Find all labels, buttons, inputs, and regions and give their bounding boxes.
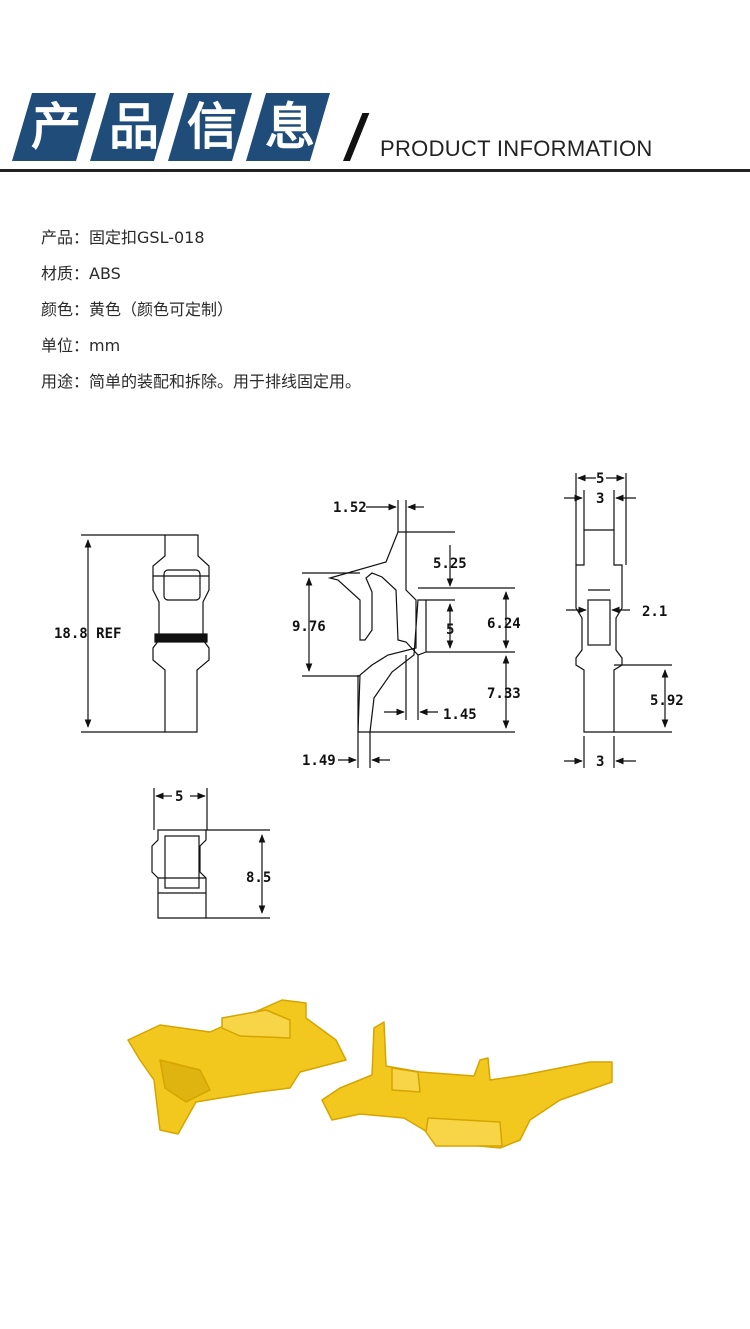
product-photo (127, 999, 613, 1149)
dim-label: 9.76 (292, 619, 326, 635)
info-row-color: 颜色：黄色（颜色可定制） (41, 296, 233, 320)
dim-label: 5.92 (650, 693, 684, 709)
dim-label: 3 (596, 754, 604, 770)
header-char: 息 (265, 98, 315, 156)
info-label: 单位： (41, 336, 90, 355)
dim-label: 1.45 (443, 707, 477, 723)
info-row-usage: 用途：简单的装配和拆除。用于排线固定用。 (41, 368, 361, 392)
header-char: 品 (109, 98, 159, 156)
info-row-unit: 单位：mm (41, 332, 120, 356)
front-view (81, 534, 210, 733)
dim-label: 5 (175, 789, 183, 805)
info-value: 固定扣GSL-018 (89, 228, 205, 247)
dim-label: 5 (596, 471, 604, 487)
bottom-view (151, 788, 270, 919)
dim-label: 5 (446, 622, 454, 638)
end-view (564, 473, 672, 768)
info-label: 材质： (41, 264, 90, 283)
info-value: 黄色（颜色可定制） (89, 300, 234, 319)
info-value: mm (89, 336, 121, 355)
header-title-en: PRODUCT INFORMATION (380, 136, 653, 161)
dim-label: 6.24 (487, 616, 521, 632)
header-char: 信 (187, 98, 237, 156)
info-row-material: 材质：ABS (41, 260, 121, 284)
dim-label: 18.8 REF (54, 626, 121, 642)
dim-label: 1.49 (302, 753, 336, 769)
info-label: 用途： (41, 372, 90, 391)
info-label: 产品： (41, 228, 90, 247)
info-value: 简单的装配和拆除。用于排线固定用。 (89, 372, 362, 391)
dim-label: 2.1 (642, 604, 667, 620)
info-label: 颜色： (41, 300, 90, 319)
dim-label: 8.5 (246, 870, 271, 886)
dim-label: 5.25 (433, 556, 467, 572)
dim-label: 3 (596, 491, 604, 507)
side-view (302, 500, 515, 768)
dim-label: 1.52 (333, 500, 367, 516)
dim-label: 7.33 (487, 686, 521, 702)
info-row-product: 产品：固定扣GSL-018 (41, 224, 205, 248)
info-value: ABS (89, 264, 121, 283)
header-rule (0, 169, 750, 172)
header-char: 产 (31, 98, 81, 156)
